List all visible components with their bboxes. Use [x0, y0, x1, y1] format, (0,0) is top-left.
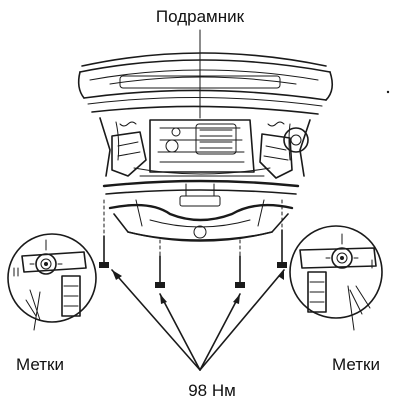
left-marks-leader — [33, 291, 41, 331]
front-bumper — [77, 52, 334, 115]
bolt-left-inner — [155, 255, 165, 288]
bolt-right-inner — [235, 255, 245, 288]
right-detail-view — [289, 225, 383, 331]
left-detail-view — [7, 233, 97, 331]
marks-label-right: Метки — [332, 355, 380, 374]
bolt-right-outer — [277, 229, 287, 268]
stray-dot — [386, 90, 390, 94]
bolt-guide-lines — [103, 199, 283, 257]
marks-label-left: Метки — [16, 355, 64, 374]
torque-label: 98 Нм — [188, 381, 236, 400]
engine-bay — [99, 117, 311, 179]
right-marks-leader — [347, 285, 355, 331]
torque-arrows — [111, 269, 285, 371]
subframe — [102, 179, 300, 242]
bolt-left-outer — [99, 235, 109, 268]
subframe-label: Подрамник — [156, 7, 245, 26]
